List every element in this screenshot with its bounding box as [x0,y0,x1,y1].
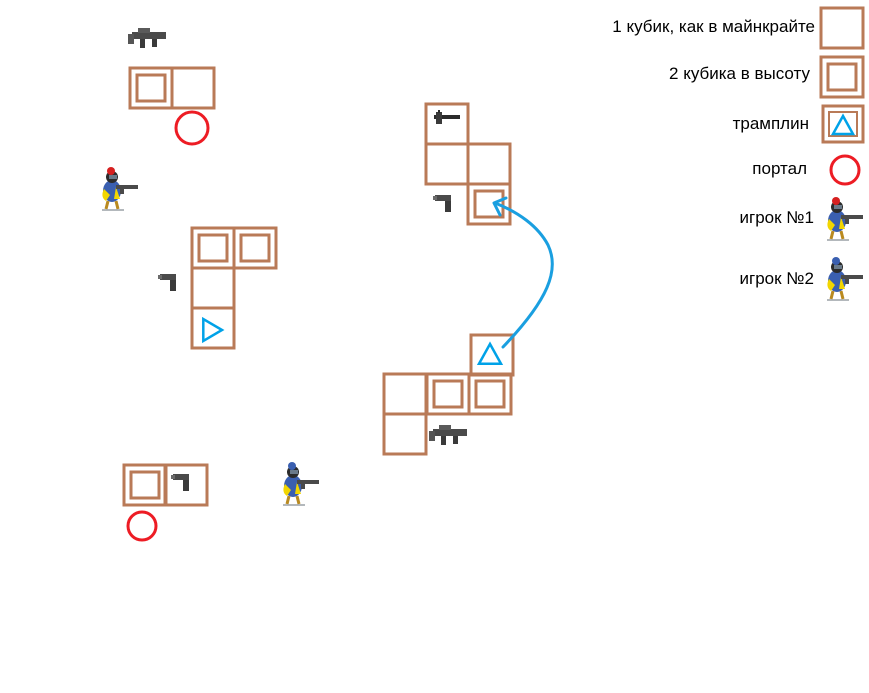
double-block-icon [466,182,512,226]
weapon-icon [158,274,176,291]
double-block-inner-icon [432,379,464,409]
legend-label-player2: игрок №2 [739,269,814,288]
block-icon [819,6,865,50]
legend-label-player1: игрок №1 [739,208,814,227]
double-block-inner-icon [197,233,229,263]
double-block-inner-icon [826,62,858,92]
weapon-icon [429,425,467,445]
legend-label-block: 1 кубик, как в майнкрайте [612,17,815,36]
trampoline-triangle-icon [830,113,856,136]
legend-trampoline-inner [828,111,858,137]
trampoline-triangle-icon [202,316,225,344]
block-icon [466,142,512,186]
weapon-icon [433,195,451,212]
double-block-inner-icon [474,379,506,409]
legend-player1-icon [825,197,865,242]
portal-circle-icon [174,110,210,146]
double-block-inner-icon [135,73,167,103]
block-icon [382,372,428,416]
jump-trajectory-arrow [493,201,554,349]
double-block-icon [232,226,278,270]
double-block-icon [467,372,513,416]
block-icon [163,463,209,507]
block-icon [190,266,236,310]
legend-label-portal: портал [752,159,807,178]
weapon-icon [171,474,189,491]
portal-circle-icon [829,154,861,186]
block-icon [382,412,428,456]
trampoline-triangle-icon [476,341,504,366]
legend-trampoline-frame [821,104,865,144]
weapon-icon [434,110,460,124]
block-icon [424,142,470,186]
double-block-inner-icon [473,189,505,219]
legend-label-jump: трамплин [732,114,809,133]
block-icon [190,306,236,350]
double-block-inner-icon [239,233,271,263]
portal-circle-icon [126,510,158,542]
player2-icon [281,462,321,507]
player1-icon [100,167,140,212]
weapon-icon [128,28,166,48]
arrow-head-icon [492,196,508,217]
double-block-inner-icon [129,470,161,500]
block-icon [424,102,470,146]
legend-label-block2: 2 кубика в высоту [669,64,810,83]
double-block-icon [819,55,865,99]
legend-player2-icon [825,257,865,302]
block-icon [170,66,216,110]
